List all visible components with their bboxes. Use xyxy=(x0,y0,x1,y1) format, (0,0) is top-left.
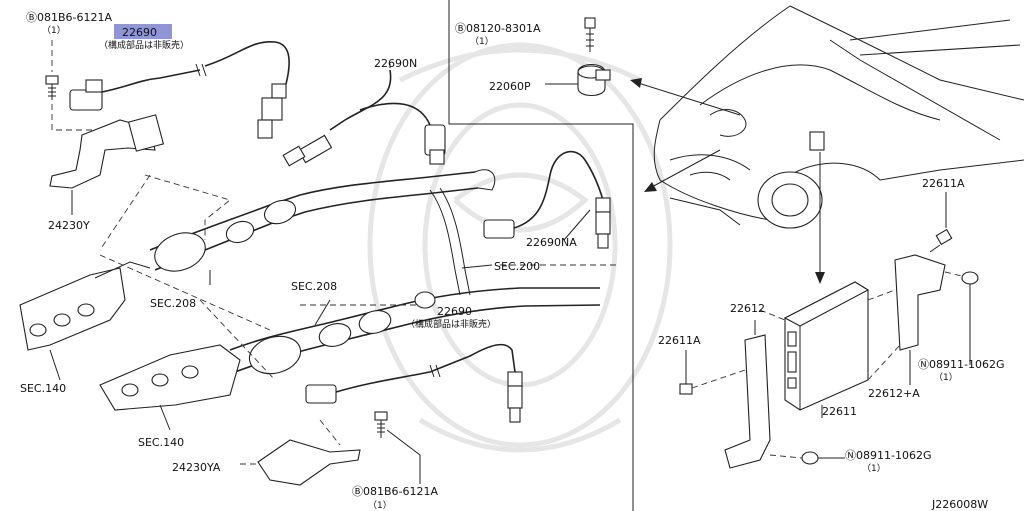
nut-08911-bottom xyxy=(769,451,845,465)
knock-sensor-22060p xyxy=(545,17,611,97)
label-bolt-081b6-top: Ⓑ081B6-6121A xyxy=(26,11,113,24)
label-24230y: 24230Y xyxy=(48,219,90,232)
exhaust-manifold-left xyxy=(19,261,151,351)
label-sec-208-b: SEC.208 xyxy=(291,280,337,293)
oxygen-sensor-22690n xyxy=(282,64,446,167)
section-dividers xyxy=(448,0,634,511)
label-bolt-081b6-bottom-qty: （1） xyxy=(368,500,392,511)
highlight-22690-top xyxy=(114,24,172,39)
bolt-22611a-left xyxy=(679,350,746,395)
ecm-22611 xyxy=(783,281,870,418)
label-bolt-081b6-top-qty: （1） xyxy=(42,25,66,36)
label-22690-mid: 22690 xyxy=(437,305,472,318)
bolt-081b6-bottom xyxy=(374,411,421,484)
exhaust-front-tube-lower xyxy=(229,287,601,375)
label-sec-200: SEC.200 xyxy=(494,260,540,273)
diagram-code: J226008W xyxy=(931,498,988,511)
bracket-24230y xyxy=(49,114,165,215)
label-note-mid: （構成部品は非販売） xyxy=(406,318,496,330)
label-bolt-081b6-bottom: Ⓑ081B6-6121A xyxy=(352,485,439,498)
vehicle-front-view xyxy=(653,5,1024,229)
label-nut-08911-right: Ⓝ08911-1062G xyxy=(918,358,1004,371)
label-nut-08911-bottom: Ⓝ08911-1062G xyxy=(845,449,931,462)
ecm-leader-lines xyxy=(759,289,901,381)
bracket-24230ya xyxy=(240,419,361,486)
label-22612: 22612 xyxy=(730,302,765,315)
nut-08911-right xyxy=(944,271,979,365)
label-sec-208-a: SEC.208 xyxy=(150,297,196,310)
callout-arrows xyxy=(630,78,825,284)
label-leaders xyxy=(49,209,591,431)
oxygen-sensor-22690-top xyxy=(69,41,290,139)
label-22612-plus-a: 22612+A xyxy=(868,387,920,400)
label-22690-top: 22690 xyxy=(122,26,157,39)
label-bolt-08120: Ⓑ08120-8301A xyxy=(455,22,541,35)
label-22611a-right: 22611A xyxy=(922,177,965,190)
oxygen-sensor-22690na xyxy=(483,150,611,249)
label-nut-08911-bottom-qty: （1） xyxy=(862,463,886,474)
bolt-081b6-top xyxy=(45,40,95,131)
label-sec-140-a: SEC.140 xyxy=(20,382,66,395)
label-bolt-08120-qty: （1） xyxy=(470,36,494,47)
label-24230ya: 24230YA xyxy=(172,461,221,474)
oxygen-sensor-22690-mid xyxy=(305,343,523,423)
label-22611: 22611 xyxy=(822,405,857,418)
label-22690na: 22690NA xyxy=(526,236,577,249)
text-labels: Ⓑ081B6-6121A （1） 22690 （構成部品は非販売） 24230Y… xyxy=(20,11,1004,511)
bolt-22611a-right xyxy=(929,192,953,253)
label-22690n: 22690N xyxy=(374,57,417,70)
label-note-top: （構成部品は非販売） xyxy=(99,39,189,51)
bracket-22612-plus-a xyxy=(894,254,946,385)
leader-lines-left xyxy=(99,174,620,381)
label-22611a-left: 22611A xyxy=(658,334,701,347)
label-22060p: 22060P xyxy=(489,80,531,93)
exhaust-manifold-right xyxy=(99,344,241,411)
label-sec-140-b: SEC.140 xyxy=(138,436,184,449)
exhaust-front-tube-upper xyxy=(149,169,496,296)
label-nut-08911-right-qty: （1） xyxy=(934,372,958,383)
bracket-22612 xyxy=(724,320,771,469)
